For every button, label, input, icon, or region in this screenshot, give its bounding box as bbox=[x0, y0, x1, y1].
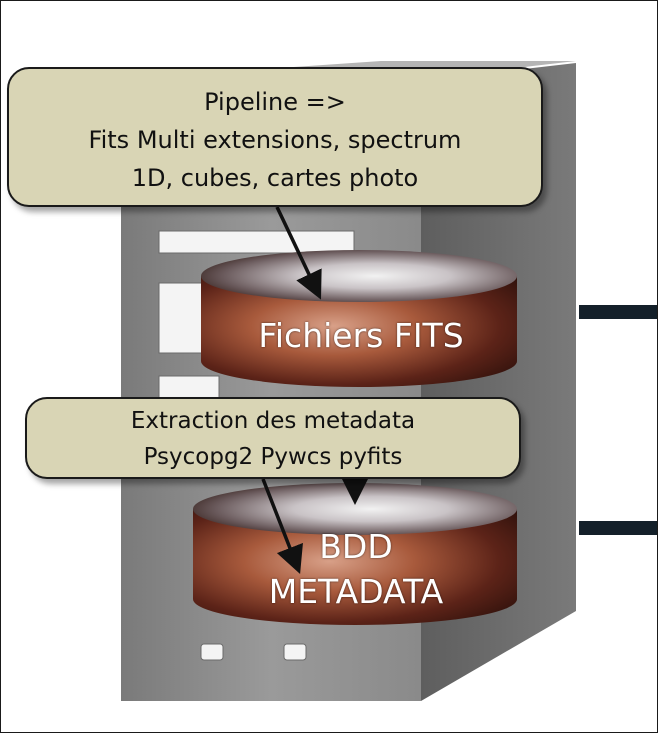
bdd-cylinder-body bbox=[193, 509, 517, 625]
fits-cylinder-label: Fichiers FITS bbox=[258, 316, 464, 355]
pipeline-callout: Pipeline => Fits Multi extensions, spect… bbox=[7, 67, 543, 207]
pipeline-callout-line-2: Fits Multi extensions, spectrum bbox=[88, 126, 462, 154]
fits-cylinder-top bbox=[201, 250, 517, 302]
extraction-arrow bbox=[261, 478, 303, 575]
connector-bar-bottom bbox=[579, 521, 657, 535]
bdd-cylinder bbox=[193, 483, 517, 625]
bdd-label-line-1: BDD bbox=[319, 527, 393, 566]
bdd-label-line-2: METADATA bbox=[268, 572, 444, 611]
server-drive-bay-1 bbox=[158, 230, 355, 254]
bdd-cylinder-label: BDD METADATA bbox=[196, 524, 516, 614]
pipeline-callout-line-3: 1D, cubes, cartes photo bbox=[131, 164, 419, 192]
server-led-1 bbox=[200, 643, 224, 661]
fits-cylinder bbox=[201, 250, 517, 387]
extraction-callout-line-2: Psycopg2 Pywcs pyfits bbox=[143, 444, 403, 470]
extraction-callout-line-1: Extraction des metadata bbox=[130, 408, 416, 434]
connector-bar-top bbox=[579, 305, 657, 319]
fits-cylinder-body bbox=[201, 276, 517, 387]
server-led-2 bbox=[283, 643, 307, 661]
extraction-callout: Extraction des metadata Psycopg2 Pywcs p… bbox=[25, 397, 521, 479]
pipeline-arrow bbox=[275, 206, 322, 300]
pipeline-callout-line-1: Pipeline => bbox=[204, 88, 346, 116]
bdd-cylinder-top bbox=[193, 483, 517, 535]
